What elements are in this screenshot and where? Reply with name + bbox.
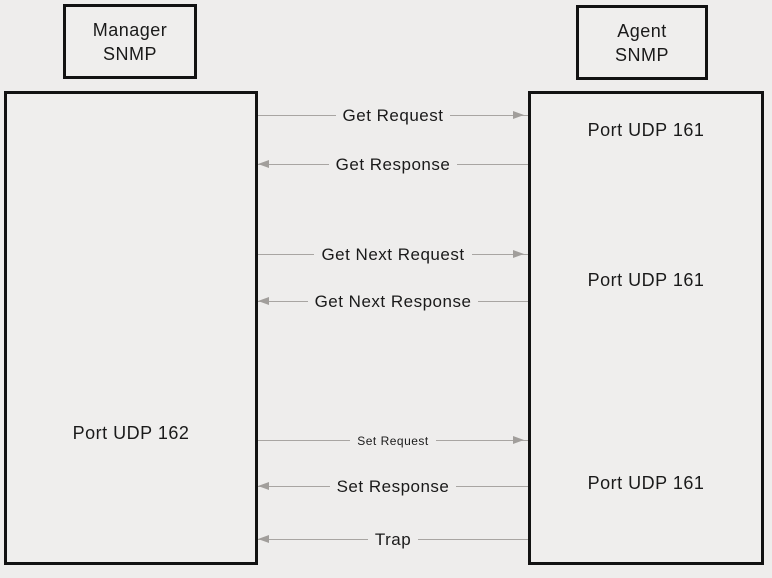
message-set-request: Set Request	[258, 428, 528, 454]
manager-snmp-label-line2: SNMP	[102, 43, 157, 64]
message-label: Trap	[367, 529, 419, 551]
message-get-next-response: Get Next Response	[258, 289, 528, 315]
message-get-request: Get Request	[258, 103, 528, 129]
arrowhead-left-icon	[258, 160, 269, 168]
message-label: Get Next Response	[307, 291, 479, 313]
message-label: Set Request	[350, 433, 436, 449]
arrowhead-right-icon	[513, 436, 524, 444]
arrowhead-right-icon	[513, 111, 524, 119]
arrowhead-right-icon	[513, 250, 524, 258]
port-udp-161-label-2: Port UDP 161	[587, 270, 705, 290]
port-udp-162-label: Port UDP 162	[72, 423, 190, 443]
manager-snmp-label-line1: Manager	[92, 19, 168, 40]
message-get-next-request: Get Next Request	[258, 242, 528, 268]
message-trap: Trap	[258, 527, 528, 553]
message-label: Get Request	[335, 105, 451, 127]
port-udp-161-label-3: Port UDP 161	[587, 473, 705, 493]
arrowhead-left-icon	[258, 535, 269, 543]
arrowhead-left-icon	[258, 482, 269, 490]
agent-snmp-label-line2: SNMP	[614, 44, 669, 65]
manager-port-box: Port UDP 162	[4, 91, 258, 565]
agent-snmp-label-line1: Agent	[617, 20, 667, 41]
message-get-response: Get Response	[258, 152, 528, 178]
message-label: Get Next Request	[314, 244, 472, 266]
agent-port-box: Port UDP 161 Port UDP 161 Port UDP 161	[528, 91, 764, 565]
message-label: Set Response	[329, 476, 457, 498]
message-label: Get Response	[328, 154, 458, 176]
port-udp-161-label-1: Port UDP 161	[587, 120, 705, 140]
agent-snmp-box: Agent SNMP	[576, 5, 708, 80]
message-set-response: Set Response	[258, 474, 528, 500]
arrowhead-left-icon	[258, 297, 269, 305]
manager-snmp-box: Manager SNMP	[63, 4, 197, 79]
